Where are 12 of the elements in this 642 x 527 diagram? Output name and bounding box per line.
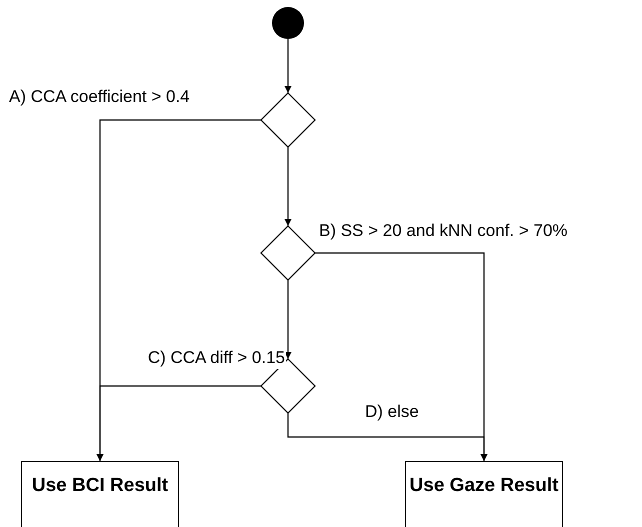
arrow bbox=[287, 413, 488, 461]
result-box bbox=[405, 461, 563, 527]
arrow bbox=[96, 385, 261, 461]
result-box bbox=[21, 461, 179, 527]
result-text: Use Gaze Result bbox=[410, 474, 558, 498]
decision-diamond bbox=[261, 226, 315, 280]
decision-diamond bbox=[261, 93, 315, 147]
arrow bbox=[284, 147, 292, 226]
arrow bbox=[284, 280, 292, 359]
result-text: Use BCI Result bbox=[32, 474, 168, 498]
start-circle bbox=[272, 7, 304, 39]
arrow bbox=[284, 39, 292, 93]
